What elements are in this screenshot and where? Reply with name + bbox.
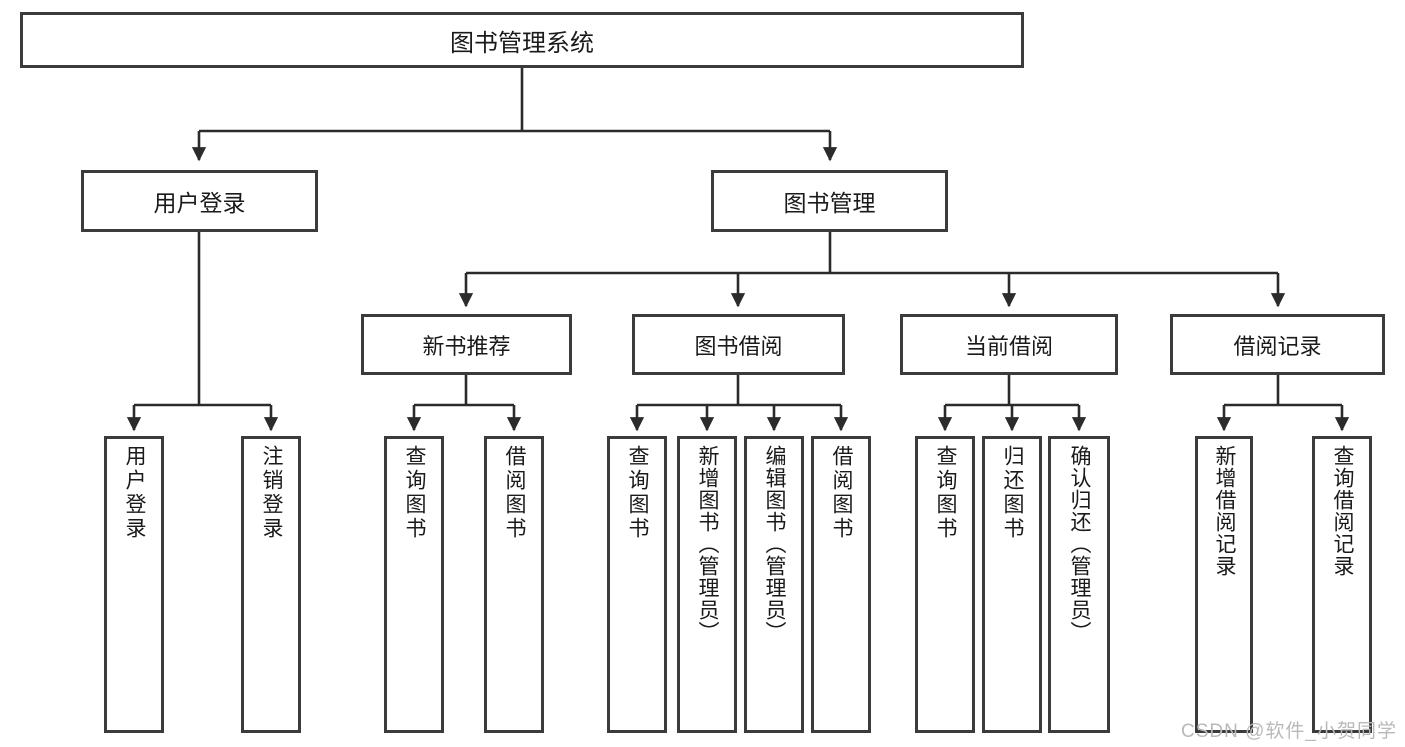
leaf-current-query-book[interactable]: 查询图书 xyxy=(915,436,975,733)
leaf-label: 查询借阅记录 xyxy=(1331,445,1355,577)
node-user-login-label: 用户登录 xyxy=(153,190,246,216)
leaf-user-login-signin[interactable]: 用户登录 xyxy=(104,436,164,733)
leaf-current-confirm-return-admin[interactable]: 确认归还（管理员） xyxy=(1048,436,1110,733)
leaf-current-return-book[interactable]: 归还图书 xyxy=(982,436,1042,733)
leaf-label: 新增借阅记录 xyxy=(1213,445,1237,577)
node-borrow-record-label: 借阅记录 xyxy=(1233,333,1322,359)
leaf-record-add-borrow-record[interactable]: 新增借阅记录 xyxy=(1195,436,1253,733)
watermark-text: CSDN @软件_小贺同学 xyxy=(1181,721,1397,742)
leaf-label: 借阅图书 xyxy=(503,445,527,541)
leaf-label: 查询图书 xyxy=(626,445,650,541)
node-borrow-record[interactable]: 借阅记录 xyxy=(1170,314,1385,375)
leaf-new-book-borrow[interactable]: 借阅图书 xyxy=(484,436,544,733)
leaf-label: 注销登录 xyxy=(260,445,284,541)
leaf-label: 新增图书（管理员） xyxy=(696,445,720,643)
leaf-label: 用户登录 xyxy=(123,445,147,541)
leaf-borrow-add-book-admin[interactable]: 新增图书（管理员） xyxy=(677,436,737,733)
leaf-label: 查询图书 xyxy=(934,445,958,541)
leaf-label: 归还图书 xyxy=(1001,445,1025,541)
leaf-record-query-borrow-record[interactable]: 查询借阅记录 xyxy=(1312,436,1372,733)
leaf-label: 借阅图书 xyxy=(830,445,854,541)
leaf-label: 编辑图书（管理员） xyxy=(763,445,787,643)
node-book-borrow-label: 图书借阅 xyxy=(694,333,783,359)
node-root-label: 图书管理系统 xyxy=(450,29,594,57)
leaf-borrow-edit-book-admin[interactable]: 编辑图书（管理员） xyxy=(744,436,804,733)
leaf-label: 确认归还（管理员） xyxy=(1068,445,1092,643)
leaf-new-book-query[interactable]: 查询图书 xyxy=(384,436,444,733)
leaf-label: 查询图书 xyxy=(403,445,427,541)
node-new-book-recommend[interactable]: 新书推荐 xyxy=(361,314,572,375)
node-book-management-label: 图书管理 xyxy=(783,190,876,216)
leaf-user-login-signout[interactable]: 注销登录 xyxy=(241,436,301,733)
node-new-book-recommend-label: 新书推荐 xyxy=(422,333,511,359)
node-current-borrow-label: 当前借阅 xyxy=(964,333,1053,359)
leaf-borrow-query-book[interactable]: 查询图书 xyxy=(607,436,667,733)
node-book-management[interactable]: 图书管理 xyxy=(711,170,948,232)
node-root-system[interactable]: 图书管理系统 xyxy=(20,12,1024,68)
node-book-borrow[interactable]: 图书借阅 xyxy=(632,314,845,375)
leaf-borrow-borrow-book[interactable]: 借阅图书 xyxy=(811,436,871,733)
node-current-borrow[interactable]: 当前借阅 xyxy=(900,314,1118,375)
node-user-login[interactable]: 用户登录 xyxy=(81,170,318,232)
